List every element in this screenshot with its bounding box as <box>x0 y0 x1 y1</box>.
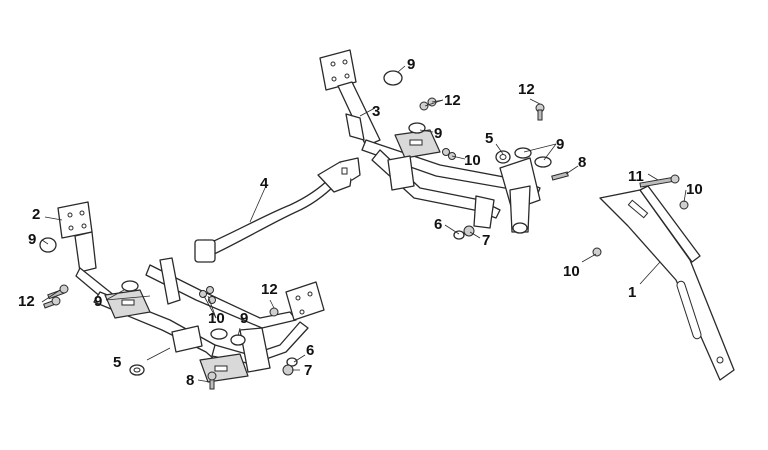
callouts: 1 2 3 4 5 5 6 6 7 7 8 8 9 9 9 9 9 9 10 1… <box>18 56 703 389</box>
bolt-12-left-lower <box>43 296 61 309</box>
callout-9-left-b: 9 <box>94 293 102 310</box>
callout-8-right: 8 <box>578 154 586 171</box>
left-hardware <box>43 284 298 390</box>
callout-10-right: 10 <box>686 181 703 198</box>
callout-7-right: 7 <box>482 232 490 249</box>
nut-10-left-b <box>206 286 214 294</box>
callout-7-left: 7 <box>304 362 312 379</box>
callout-2: 2 <box>32 206 40 223</box>
callout-9-right: 9 <box>556 136 564 153</box>
washer-6-left <box>286 357 298 367</box>
callout-6-right: 6 <box>434 216 442 233</box>
callout-9-lower: 9 <box>240 310 248 327</box>
grommet-9-top <box>383 70 403 86</box>
callout-9-top: 9 <box>407 56 415 73</box>
callout-10-lower: 10 <box>563 263 580 280</box>
callout-6-left: 6 <box>306 342 314 359</box>
bolt-12-left <box>47 284 69 300</box>
part-4-tube <box>194 157 361 263</box>
bolt-12-right-head <box>269 307 279 317</box>
callout-12-top: 12 <box>444 92 461 109</box>
callout-9-mid: 9 <box>434 125 442 142</box>
callout-4: 4 <box>260 175 269 192</box>
callout-9-left: 9 <box>28 231 36 248</box>
callout-8-left: 8 <box>186 372 194 389</box>
nut-7-left <box>282 364 294 376</box>
callout-10-left: 10 <box>208 310 225 327</box>
callout-3: 3 <box>372 103 380 120</box>
callout-1: 1 <box>628 284 636 301</box>
part-1-side-plate <box>592 174 735 381</box>
callout-12-right: 12 <box>518 81 535 98</box>
callout-11: 11 <box>628 168 644 185</box>
callout-12-lower: 12 <box>261 281 278 298</box>
part-3-rear-frame <box>319 49 552 234</box>
nut-10-left <box>199 290 207 298</box>
callout-5-right: 5 <box>485 130 493 147</box>
callout-12-left: 12 <box>18 293 35 310</box>
callout-5-left: 5 <box>113 354 121 371</box>
leader-lines <box>41 65 687 383</box>
part-2-front-frame <box>39 201 325 383</box>
callout-10-mid: 10 <box>464 152 481 169</box>
